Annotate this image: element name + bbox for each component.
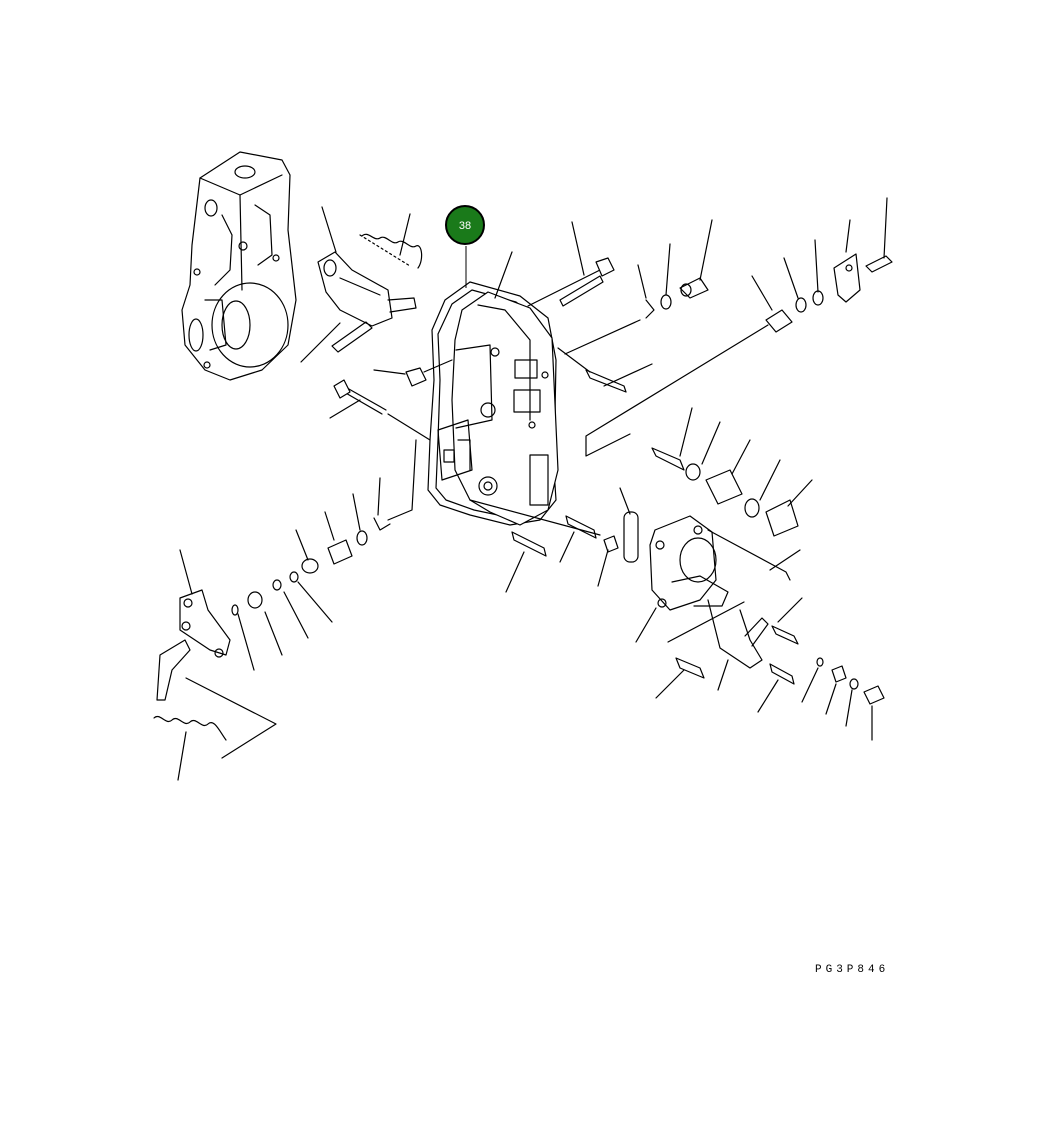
lower-right-bracket <box>655 597 885 741</box>
drawing-code: PG3P846 <box>815 964 889 976</box>
pump-housing <box>181 151 297 381</box>
center-lower-bolts <box>469 487 639 593</box>
lever-bracket-assembly <box>300 206 423 363</box>
screw-and-washers-right <box>585 197 893 457</box>
small-washers-upper <box>564 219 713 355</box>
right-cylinders <box>651 407 813 537</box>
left-washers-row <box>231 439 417 671</box>
lower-right-housing <box>635 515 801 643</box>
callout-38[interactable]: 38 <box>445 205 485 288</box>
callout-38-label: 38 <box>459 220 471 232</box>
long-bolt-upper <box>494 221 615 307</box>
lower-left-lever <box>153 549 277 781</box>
left-bolts <box>329 347 653 441</box>
governor-cover <box>437 291 559 526</box>
